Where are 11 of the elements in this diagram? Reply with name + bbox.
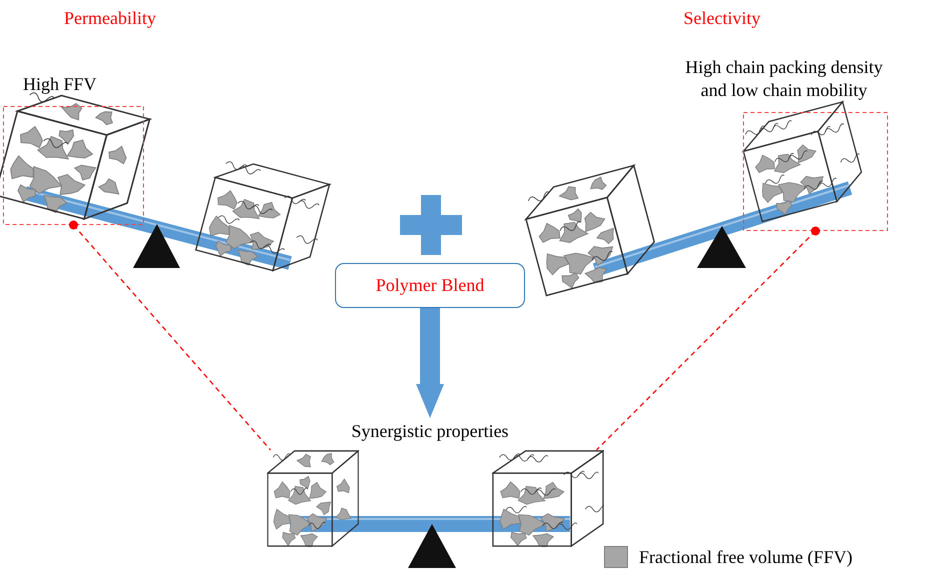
panel-label: Selectivity bbox=[682, 8, 762, 29]
rounded-box: Polymer Blend bbox=[335, 263, 525, 308]
leader-line bbox=[69, 220, 272, 450]
cube-drawing bbox=[492, 450, 604, 547]
heading-text: High FFV bbox=[23, 73, 97, 96]
heading-text: Synergistic properties bbox=[330, 418, 530, 444]
legend-text: Fractional free volume (FFV) bbox=[639, 546, 852, 569]
heading-text: High chain packing density and low chain mobility bbox=[684, 56, 884, 102]
cube-drawing bbox=[267, 450, 359, 547]
arrow bbox=[416, 308, 444, 418]
panel-label: Permeability bbox=[63, 8, 157, 29]
